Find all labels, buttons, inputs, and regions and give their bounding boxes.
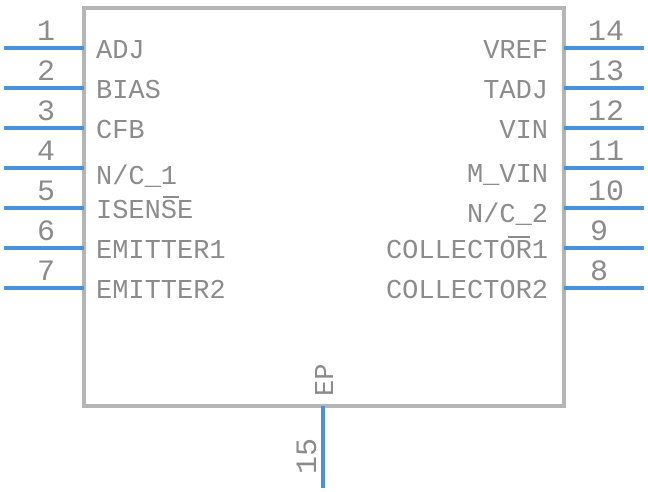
pin-5-label: ISENSE — [96, 197, 193, 227]
pin-13-label: TADJ — [483, 77, 548, 107]
pin-2-label: BIAS — [96, 77, 161, 107]
pin-7-number: 7 — [37, 256, 55, 290]
pin-13: 13 TADJ — [483, 56, 644, 107]
pin-3: 3 CFB — [4, 96, 145, 147]
pin-14: 14 VREF — [483, 16, 644, 67]
pin-11-number: 11 — [588, 136, 624, 170]
pin-13-number: 13 — [588, 56, 624, 90]
pin-11: 11 M_VIN — [467, 136, 644, 191]
pin-8-number: 8 — [590, 256, 608, 290]
pin-3-number: 3 — [37, 96, 55, 130]
pin-7-label: EMITTER2 — [96, 277, 226, 307]
pin-4-number: 4 — [37, 136, 55, 170]
pin-4: 4 N/C_1 — [4, 136, 177, 193]
pin-3-label: CFB — [96, 117, 145, 147]
pin-9-label: COLLECTOR1 — [386, 237, 548, 267]
pin-9-number: 9 — [590, 216, 608, 250]
pin-10: 10 N/C_2 — [467, 176, 644, 231]
pin-4-label: N/C_1 — [96, 163, 177, 193]
pin-12-number: 12 — [588, 96, 624, 130]
pin-11-label: M_VIN — [467, 161, 548, 191]
pin-5-number: 5 — [37, 176, 55, 210]
pin-1-label: ADJ — [96, 37, 145, 67]
pin-15-label: EP — [312, 364, 342, 396]
pin-14-number: 14 — [588, 16, 624, 50]
pin-9: 9 COLLECTOR1 — [386, 216, 644, 267]
pin-7: 7 EMITTER2 — [4, 256, 226, 307]
pin-8-label: COLLECTOR2 — [386, 277, 548, 307]
pin-2: 2 BIAS — [4, 56, 161, 107]
pin-6-number: 6 — [37, 216, 55, 250]
pin-10-label: N/C_2 — [467, 201, 548, 231]
pin-1: 1 ADJ — [4, 16, 145, 67]
pin-10-number: 10 — [588, 176, 624, 210]
pin-14-label: VREF — [483, 37, 548, 67]
pin-2-number: 2 — [37, 56, 55, 90]
pin-15-number: 15 — [292, 438, 326, 474]
pin-15: 15 EP — [292, 364, 342, 488]
pin-6-label: EMITTER1 — [96, 237, 226, 267]
pin-1-number: 1 — [37, 16, 55, 50]
pin-8: 8 COLLECTOR2 — [386, 256, 644, 307]
pin-6: 6 EMITTER1 — [4, 216, 226, 267]
pin-12-label: VIN — [499, 117, 548, 147]
pin-12: 12 VIN — [499, 96, 644, 147]
pin-5: 5 ISENSE — [4, 176, 193, 227]
